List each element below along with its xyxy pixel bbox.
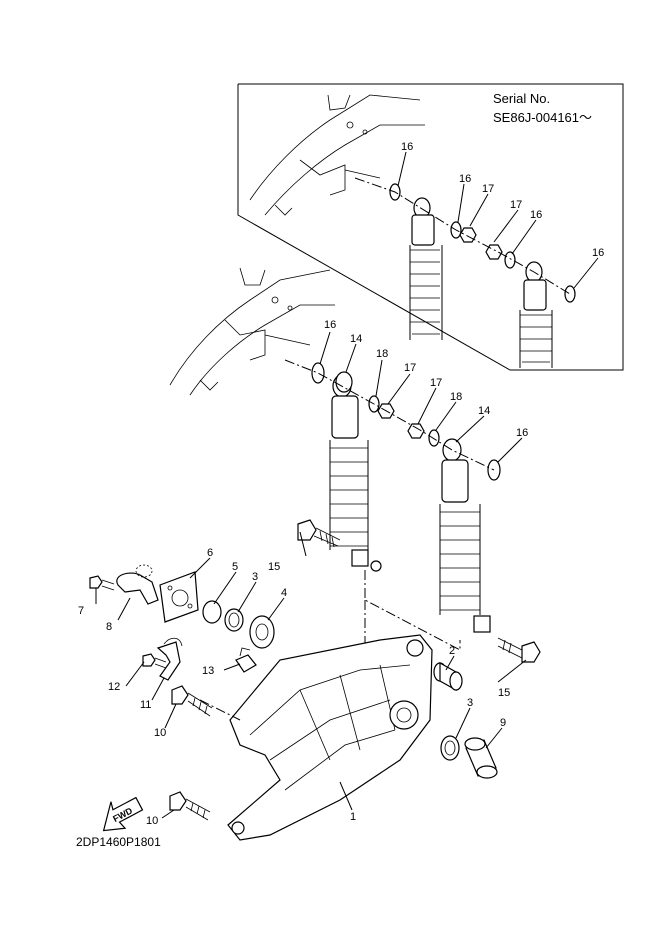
leader-lines: [95, 331, 527, 819]
callout-6: 6: [207, 547, 213, 559]
nut: [407, 423, 425, 439]
callout-15: 15: [268, 561, 280, 573]
bushing: [335, 371, 353, 393]
callout-4: 4: [281, 587, 287, 599]
callout-16: 16: [401, 141, 413, 153]
callout-14: 14: [478, 405, 490, 417]
inset-shock-left: [409, 197, 443, 340]
shock-absorber-right: [439, 438, 491, 633]
callout-12: 12: [108, 681, 120, 693]
inset-axis-line: [354, 177, 571, 295]
serial-value: SE86J-004161〜: [493, 110, 592, 125]
callout-16: 16: [324, 319, 336, 331]
callout-10: 10: [146, 815, 158, 827]
inset-washer: [564, 285, 576, 303]
callout-1: 1: [350, 811, 356, 823]
bolt-small: [89, 575, 115, 591]
bracket: [159, 571, 199, 623]
bushing-sleeve: [464, 737, 498, 779]
fwd-arrow-icon: FWD: [102, 796, 144, 832]
oil-seal: [440, 735, 460, 761]
assembly-line: [364, 570, 461, 651]
inset-border: [237, 83, 624, 371]
assembly-line: [199, 699, 241, 721]
serial-label: Serial No.: [493, 91, 550, 106]
diagram-code: 2DP1460P1801: [76, 835, 161, 849]
callout-16: 16: [459, 173, 471, 185]
callout-3: 3: [467, 697, 473, 709]
callout-16: 16: [516, 427, 528, 439]
washer: [311, 362, 325, 384]
callout-17: 17: [404, 362, 416, 374]
callout-3: 3: [252, 571, 258, 583]
callout-9: 9: [500, 717, 506, 729]
callout-10: 10: [154, 727, 166, 739]
clip: [235, 647, 257, 673]
callout-13: 13: [202, 665, 214, 677]
washer: [428, 429, 440, 447]
callout-8: 8: [106, 621, 112, 633]
inset-shock-right: [519, 261, 553, 368]
pivot-bolt-upper: [171, 685, 213, 717]
bolt-small-2: [142, 653, 167, 669]
callout-14: 14: [350, 333, 362, 345]
inset-nut: [485, 244, 503, 260]
callout-17: 17: [482, 183, 494, 195]
inset-washer: [504, 251, 516, 269]
callout-numbers: 16 16 17 17 16 16 16 14 18 17 17 18 14 1…: [78, 141, 604, 827]
rear-arm: [227, 634, 433, 841]
collar: [433, 661, 463, 692]
pivot-bolt-lower: [169, 791, 211, 821]
callout-11: 11: [140, 699, 151, 711]
callout-5: 5: [232, 561, 238, 573]
callout-7: 7: [78, 605, 84, 617]
hose-guide: [116, 564, 159, 605]
bolt-lower: [497, 637, 541, 663]
callout-15: 15: [498, 687, 510, 699]
inset-frame: [249, 94, 425, 216]
callout-16: 16: [530, 209, 542, 221]
callout-16: 16: [592, 247, 604, 259]
collar-left: [202, 600, 222, 624]
bolt-upper: [297, 519, 341, 548]
bearing: [249, 615, 275, 649]
serial-inset: Serial No. SE86J-004161〜: [237, 83, 624, 371]
callout-17: 17: [510, 199, 522, 211]
callout-17: 17: [430, 377, 442, 389]
callout-18: 18: [376, 348, 388, 360]
callout-18: 18: [450, 391, 462, 403]
oil-seal-left: [224, 608, 244, 632]
inset-nut: [459, 227, 477, 243]
main-frame: [169, 267, 335, 396]
callout-2: 2: [449, 645, 455, 657]
clamp: [156, 637, 183, 681]
